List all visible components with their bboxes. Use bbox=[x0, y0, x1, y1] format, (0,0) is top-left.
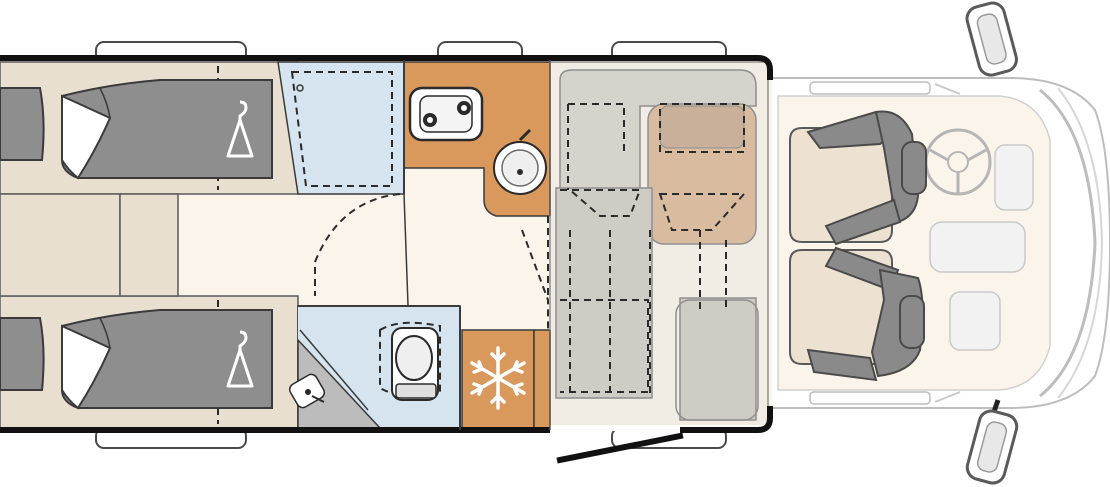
sink-icon bbox=[493, 128, 547, 195]
fridge bbox=[461, 329, 551, 429]
washroom bbox=[288, 305, 461, 429]
wardrobe bbox=[277, 61, 405, 195]
partitions bbox=[298, 60, 551, 430]
rear-bed-upper bbox=[0, 79, 273, 180]
cab-window-bottom bbox=[809, 391, 931, 405]
kitchen bbox=[403, 61, 551, 217]
mirror-icon bbox=[965, 1, 1018, 77]
cab-window-top bbox=[809, 81, 931, 95]
dash-console bbox=[929, 221, 1026, 273]
outer-walls bbox=[0, 55, 773, 433]
dinette-table bbox=[555, 187, 653, 399]
toilet-icon bbox=[379, 321, 441, 401]
windshield bbox=[1039, 88, 1097, 398]
snowflake-icon bbox=[470, 346, 526, 410]
hanger-icon bbox=[226, 100, 254, 158]
bed-step-rear bbox=[0, 193, 121, 297]
driver-seat bbox=[789, 110, 927, 246]
dinette bbox=[549, 61, 769, 429]
hanger-icon bbox=[226, 330, 254, 388]
mirror-icon bbox=[965, 399, 1019, 485]
dash-panel bbox=[949, 291, 1001, 351]
hob-icon bbox=[408, 86, 484, 142]
passenger-seat bbox=[789, 246, 925, 382]
sink-icon bbox=[288, 373, 326, 409]
bed-step bbox=[119, 193, 179, 297]
rear-bed-lower bbox=[0, 309, 273, 410]
